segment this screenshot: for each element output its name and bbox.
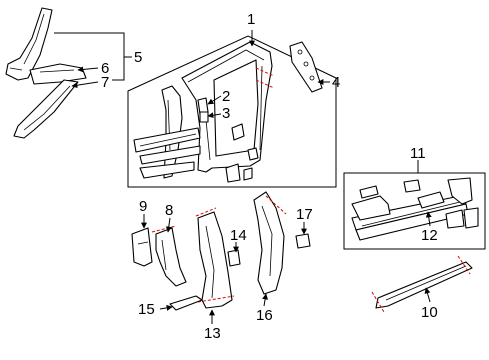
callout-2: 2 <box>222 88 230 105</box>
part-1-small-brackets <box>225 123 259 183</box>
leader-15 <box>159 304 173 311</box>
callout-15: 15 <box>138 301 155 318</box>
callout-3: 3 <box>222 105 230 122</box>
callout-9: 9 <box>139 198 147 215</box>
callout-7: 7 <box>101 74 109 91</box>
callout-6: 6 <box>101 60 109 77</box>
part-7-pillar-reinforcement <box>13 79 79 139</box>
leader-12 <box>425 211 432 227</box>
callout-13: 13 <box>204 325 221 342</box>
leader-8 <box>165 217 172 233</box>
callout-8: 8 <box>165 202 173 219</box>
callout-17: 17 <box>296 206 313 223</box>
part-16-rear-pillar <box>253 191 287 295</box>
part-11-rocker-brackets <box>351 177 479 229</box>
leader-7 <box>71 81 99 89</box>
leader-16 <box>262 293 269 307</box>
part-14-bracket <box>227 249 241 267</box>
bracket-5 <box>54 32 132 81</box>
part-6-roof-rail <box>29 63 87 85</box>
part-10-outer-rocker <box>371 255 473 313</box>
group-frame-11 <box>343 172 486 250</box>
part-8-center-pillar-reinforcement <box>151 225 187 287</box>
part-4-reinforcement <box>289 41 323 93</box>
callout-14: 14 <box>230 227 247 244</box>
callout-1: 1 <box>247 11 255 28</box>
callout-11: 11 <box>410 145 426 162</box>
leader-10 <box>424 287 431 303</box>
part-15-lower-brace <box>169 295 203 311</box>
callout-5: 5 <box>134 49 142 66</box>
leader-3 <box>207 112 222 119</box>
callout-10: 10 <box>421 304 438 321</box>
callout-16: 16 <box>256 307 273 324</box>
group-frame-1 <box>127 35 337 188</box>
part-3-plate <box>199 111 209 123</box>
callout-4: 4 <box>332 74 340 91</box>
leader-2 <box>207 95 222 105</box>
part-17-small-bracket <box>295 233 311 249</box>
leader-6 <box>77 66 99 73</box>
callout-12: 12 <box>421 227 438 244</box>
part-5-a-pillar <box>5 7 53 81</box>
part-13-center-pillar <box>195 207 235 309</box>
part-1-rocker-section <box>133 127 201 179</box>
part-1-body-side-frame <box>181 41 275 173</box>
part-9-plate <box>131 227 153 267</box>
